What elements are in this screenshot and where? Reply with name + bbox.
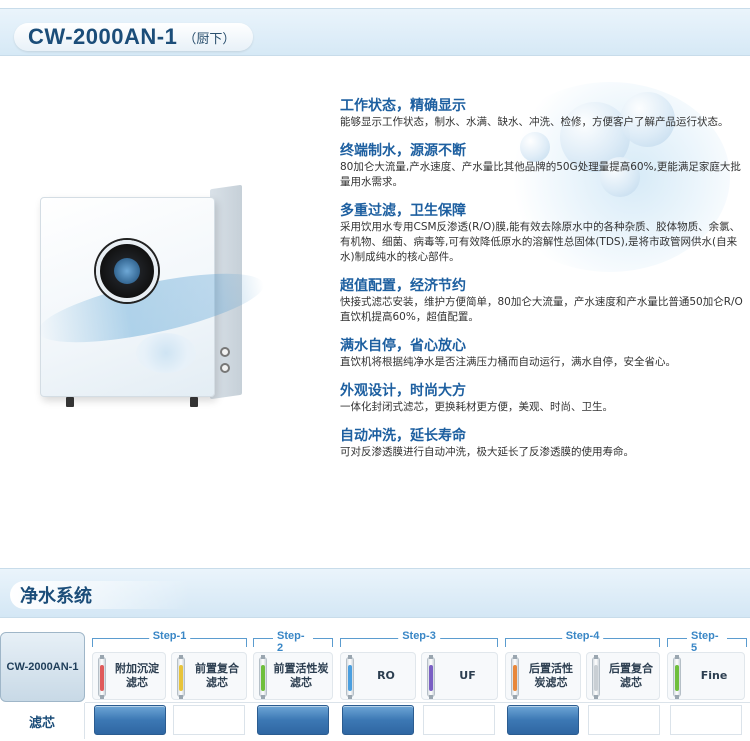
filter-tube-icon — [346, 655, 354, 699]
feature-item: 工作状态，精确显示 能够显示工作状态，制水、水满、缺水、冲洗、检修，方便客户了解… — [340, 97, 745, 130]
filter-cell: 后置活性炭滤芯 — [505, 652, 581, 700]
pipe-connector — [220, 363, 230, 373]
filter-slot-empty — [670, 705, 742, 735]
filter-cell: 前置活性炭滤芯 — [253, 652, 333, 700]
product-image — [33, 184, 269, 467]
filter-slot-filled — [257, 705, 329, 735]
filter-slot-filled — [94, 705, 166, 735]
filter-tube-icon — [511, 655, 519, 699]
water-bubble-image — [600, 157, 640, 197]
feature-title: 多重过滤，卫生保障 — [340, 203, 466, 219]
filter-cell: 后置复合滤芯 — [586, 652, 660, 700]
feature-item: 超值配置，经济节约 快接式滤芯安装，维护方便简单，80加仑大流量，产水速度和产水… — [340, 277, 745, 325]
feature-desc: 可对反渗透膜进行自动冲洗，极大延长了反渗透膜的使用寿命。 — [340, 446, 634, 458]
feature-item: 终端制水，源源不断 80加仑大流量,产水速度、产水量比其他品牌的50G处理量提高… — [340, 142, 745, 190]
filter-name: 后置活性炭滤芯 — [529, 662, 573, 689]
display-dial — [96, 240, 158, 302]
feature-title: 工作状态，精确显示 — [340, 98, 466, 114]
filter-cell: 附加沉淀滤芯 — [92, 652, 166, 700]
model-name: CW-2000AN-1 — [28, 24, 178, 49]
feature-title: 终端制水，源源不断 — [340, 143, 466, 159]
product-area — [0, 62, 750, 562]
feature-item: 外观设计，时尚大方 一体化封闭式滤芯，更换耗材更方便，美观、时尚、卫生。 — [340, 382, 745, 415]
filter-slot-empty — [423, 705, 495, 735]
filter-tube-icon — [427, 655, 435, 699]
system-section-bar: 净水系统 — [0, 568, 750, 618]
step-header-3: Step-3 — [340, 628, 498, 648]
model-variant: （厨下） — [183, 31, 236, 47]
step-header-5: Step-5 — [667, 628, 747, 654]
filter-cell: Fine — [667, 652, 745, 700]
system-model-cell: CW-2000AN-1 — [0, 632, 85, 702]
header-bar: CW-2000AN-1 （厨下） — [0, 8, 750, 56]
page-title: CW-2000AN-1 （厨下） — [14, 23, 254, 51]
filter-name: 前置复合滤芯 — [195, 662, 239, 689]
filter-name: 前置活性炭滤芯 — [273, 662, 329, 689]
feature-title: 自动冲洗，延长寿命 — [340, 428, 466, 444]
step-label: Step-1 — [148, 630, 191, 642]
step-header-1: Step-1 — [92, 628, 247, 648]
table-divider — [85, 702, 750, 703]
water-bubble-image — [520, 132, 550, 162]
pipe-connector — [220, 347, 230, 357]
feature-list: 工作状态，精确显示 能够显示工作状态，制水、水满、缺水、冲洗、检修，方便客户了解… — [340, 97, 745, 472]
filter-name: RO — [377, 669, 395, 682]
step-label: Step-3 — [398, 630, 440, 642]
filter-slot-filled — [342, 705, 414, 735]
filter-slot-empty — [588, 705, 660, 735]
filter-name: 后置复合滤芯 — [609, 662, 653, 689]
filter-row-label: 滤芯 — [0, 703, 85, 739]
system-section-title: 净水系统 — [10, 581, 190, 609]
feature-desc: 80加仑大流量,产水速度、产水量比其他品牌的50G处理量提高60%,更能满足家庭… — [340, 161, 741, 188]
feature-title: 超值配置，经济节约 — [340, 278, 466, 294]
step-label: Step-5 — [687, 630, 727, 654]
feature-item: 多重过滤，卫生保障 采用饮用水专用CSM反渗透(R/O)膜,能有效去除原水中的各… — [340, 202, 745, 265]
water-bubble-image — [620, 92, 675, 147]
product-leg — [190, 397, 198, 407]
filter-name: Fine — [700, 669, 728, 682]
filter-name: 附加沉淀滤芯 — [115, 662, 159, 689]
feature-desc: 能够显示工作状态，制水、水满、缺水、冲洗、检修，方便客户了解产品运行状态。 — [340, 116, 729, 128]
filter-tube-icon — [592, 655, 600, 699]
feature-title: 外观设计，时尚大方 — [340, 383, 466, 399]
filter-tube-icon — [673, 655, 681, 699]
filter-tube-icon — [98, 655, 106, 699]
filter-name: UF — [459, 669, 476, 682]
feature-item: 满水自停，省心放心 直饮机将根据纯净水是否注满压力桶而自动运行，满水自停，安全省… — [340, 337, 745, 370]
filter-cell: 前置复合滤芯 — [171, 652, 247, 700]
feature-desc: 快接式滤芯安装，维护方便简单，80加仑大流量，产水速度和产水量比普通50加仑R/… — [340, 296, 743, 323]
system-title: 净水系统 — [20, 586, 92, 607]
feature-desc: 一体化封闭式滤芯，更换耗材更方便，美观、时尚、卫生。 — [340, 401, 613, 413]
feature-desc: 采用饮用水专用CSM反渗透(R/O)膜,能有效去除原水中的各种杂质、胶体物质、余… — [340, 221, 741, 263]
filter-cell: UF — [421, 652, 498, 700]
product-front — [33, 197, 269, 397]
product-leg — [66, 397, 74, 407]
filter-slot-empty — [173, 705, 245, 735]
step-label: Step-4 — [561, 630, 604, 642]
flower-image — [136, 333, 196, 373]
step-label: Step-2 — [273, 630, 313, 654]
step-header-2: Step-2 — [253, 628, 333, 654]
feature-item: 自动冲洗，延长寿命 可对反渗透膜进行自动冲洗，极大延长了反渗透膜的使用寿命。 — [340, 427, 745, 460]
filter-cell: RO — [340, 652, 416, 700]
filter-tube-icon — [259, 655, 267, 699]
feature-title: 满水自停，省心放心 — [340, 338, 466, 354]
filter-tube-icon — [177, 655, 185, 699]
feature-desc: 直饮机将根据纯净水是否注满压力桶而自动运行，满水自停，安全省心。 — [340, 356, 676, 368]
step-header-4: Step-4 — [505, 628, 660, 648]
filter-slot-filled — [507, 705, 579, 735]
